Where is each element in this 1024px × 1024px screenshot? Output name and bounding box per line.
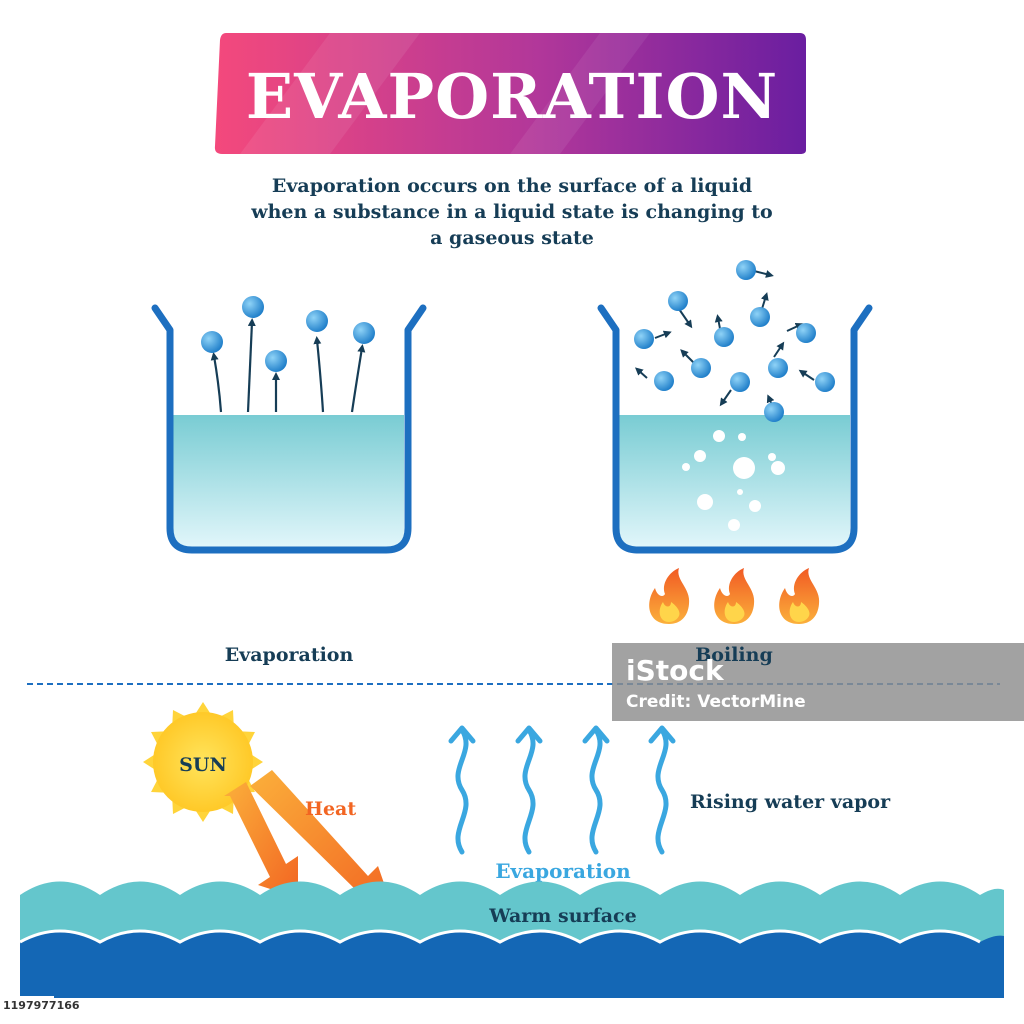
subtitle-line-2: when a substance in a liquid state is ch…	[250, 201, 772, 223]
heat-arrows: Heat	[224, 770, 394, 912]
evaporation-label: Evaporation	[495, 859, 631, 883]
molecules	[201, 296, 375, 372]
evaporation-beaker-label: Evaporation	[225, 644, 354, 666]
vapor-arrow-icon	[515, 725, 543, 855]
flame-icon	[779, 568, 820, 624]
subtitle-line-1: Evaporation occurs on the surface of a l…	[272, 175, 752, 197]
subtitle: Evaporation occurs on the surface of a l…	[250, 175, 772, 249]
watermark: Boiling iStock Credit: VectorMine	[612, 643, 1024, 721]
page-title: EVAPORATION	[246, 60, 778, 133]
stock-id: 1197977166	[3, 999, 80, 1012]
boiling-beaker	[597, 260, 873, 554]
sun-icon: SUN	[143, 702, 263, 822]
flame-icon	[649, 568, 690, 624]
heat-label: Heat	[305, 798, 356, 820]
sea: Warm surface	[19, 881, 1004, 998]
molecules	[634, 260, 835, 422]
subtitle-line-3: a gaseous state	[430, 227, 594, 249]
rising-vapor-label: Rising water vapor	[690, 791, 891, 813]
sun-label: SUN	[179, 754, 227, 776]
molecule-arrows	[210, 318, 366, 413]
evaporation-beaker	[151, 296, 427, 554]
watermark-brand: iStock	[626, 654, 725, 687]
boiling-beaker-label: Boiling	[695, 644, 772, 666]
vapor-arrow-icon	[648, 725, 676, 855]
bubbles	[682, 430, 785, 531]
vapor-arrow-icon	[448, 725, 476, 855]
title-banner: EVAPORATION	[214, 33, 806, 154]
stock-id-badge: 1197977166	[0, 996, 80, 1012]
watermark-credit: Credit: VectorMine	[626, 692, 806, 712]
flame-icons	[649, 568, 820, 624]
flame-icon	[714, 568, 755, 624]
warm-surface-label: Warm surface	[488, 905, 636, 927]
vapor-arrows	[448, 725, 676, 855]
vapor-arrow-icon	[582, 725, 610, 855]
